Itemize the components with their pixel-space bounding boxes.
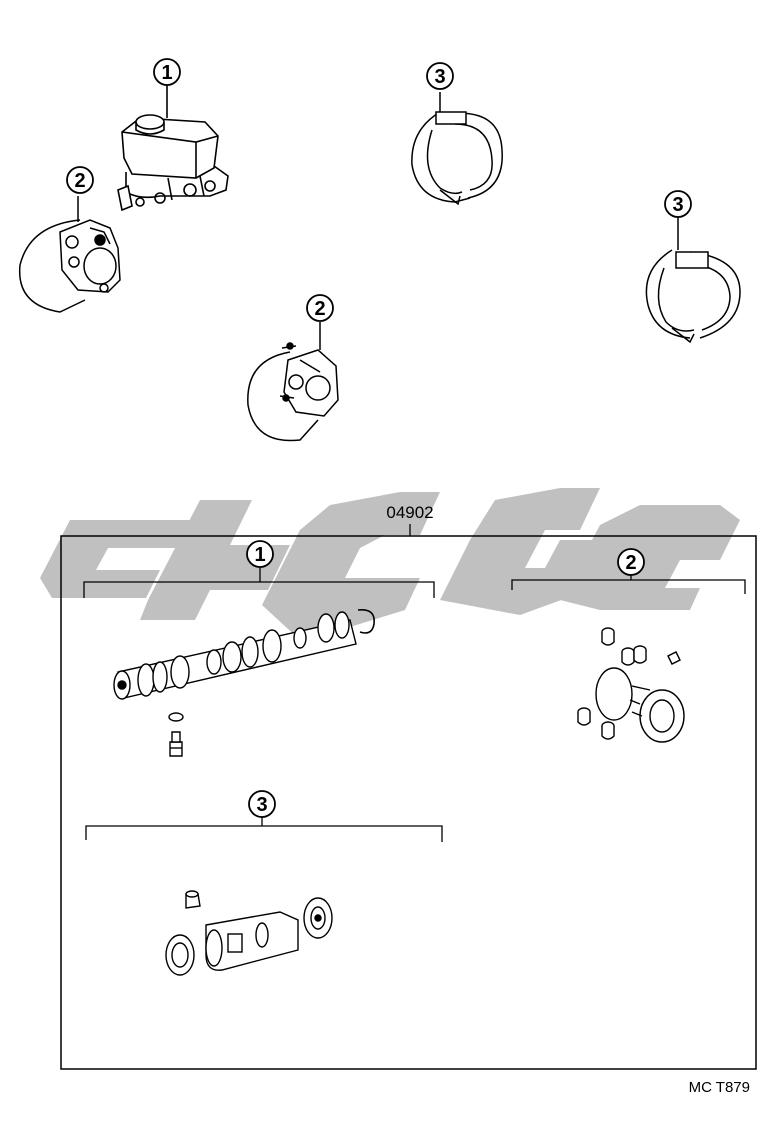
bracket-kit-master-cylinder [83, 567, 435, 598]
callout-kit-master-cylinder: 1 [246, 540, 274, 568]
figure-code: MC T879 [689, 1079, 750, 1096]
disc-brake-caliper-icon [247, 322, 339, 442]
watermark-logo [40, 488, 740, 640]
svg-text:2: 2 [74, 170, 85, 192]
drum-brake-shoe-icon [645, 216, 741, 344]
wheel-cylinder-kit-icon [165, 890, 333, 976]
disc-brake-caliper-icon [18, 196, 121, 313]
callout-kit-caliper: 2 [617, 548, 645, 576]
svg-text:3: 3 [672, 194, 683, 216]
svg-text:1: 1 [161, 62, 172, 84]
svg-text:2: 2 [314, 298, 325, 320]
callout-drum-brake-right: 3 [664, 190, 692, 218]
callout-master-cylinder: 1 [153, 58, 181, 86]
master-cylinder-piston-kit-icon [113, 608, 375, 757]
callout-caliper-center: 2 [306, 294, 334, 322]
kit-part-number: 04902 [386, 503, 433, 522]
callout-caliper-left: 2 [66, 166, 94, 194]
callout-kit-wheel-cylinder: 3 [248, 790, 276, 818]
caliper-seal-kit-icon [577, 627, 685, 743]
drum-brake-shoe-icon [411, 92, 503, 206]
svg-text:2: 2 [625, 552, 636, 574]
bracket-kit-wheel-cylinder [85, 817, 443, 842]
svg-text:3: 3 [434, 66, 445, 88]
callout-drum-brake-top: 3 [426, 62, 454, 90]
repair-kit-box: 04902 [60, 503, 757, 1070]
svg-text:1: 1 [254, 544, 265, 566]
brake-master-cylinder-icon [117, 80, 229, 212]
svg-text:3: 3 [256, 794, 267, 816]
